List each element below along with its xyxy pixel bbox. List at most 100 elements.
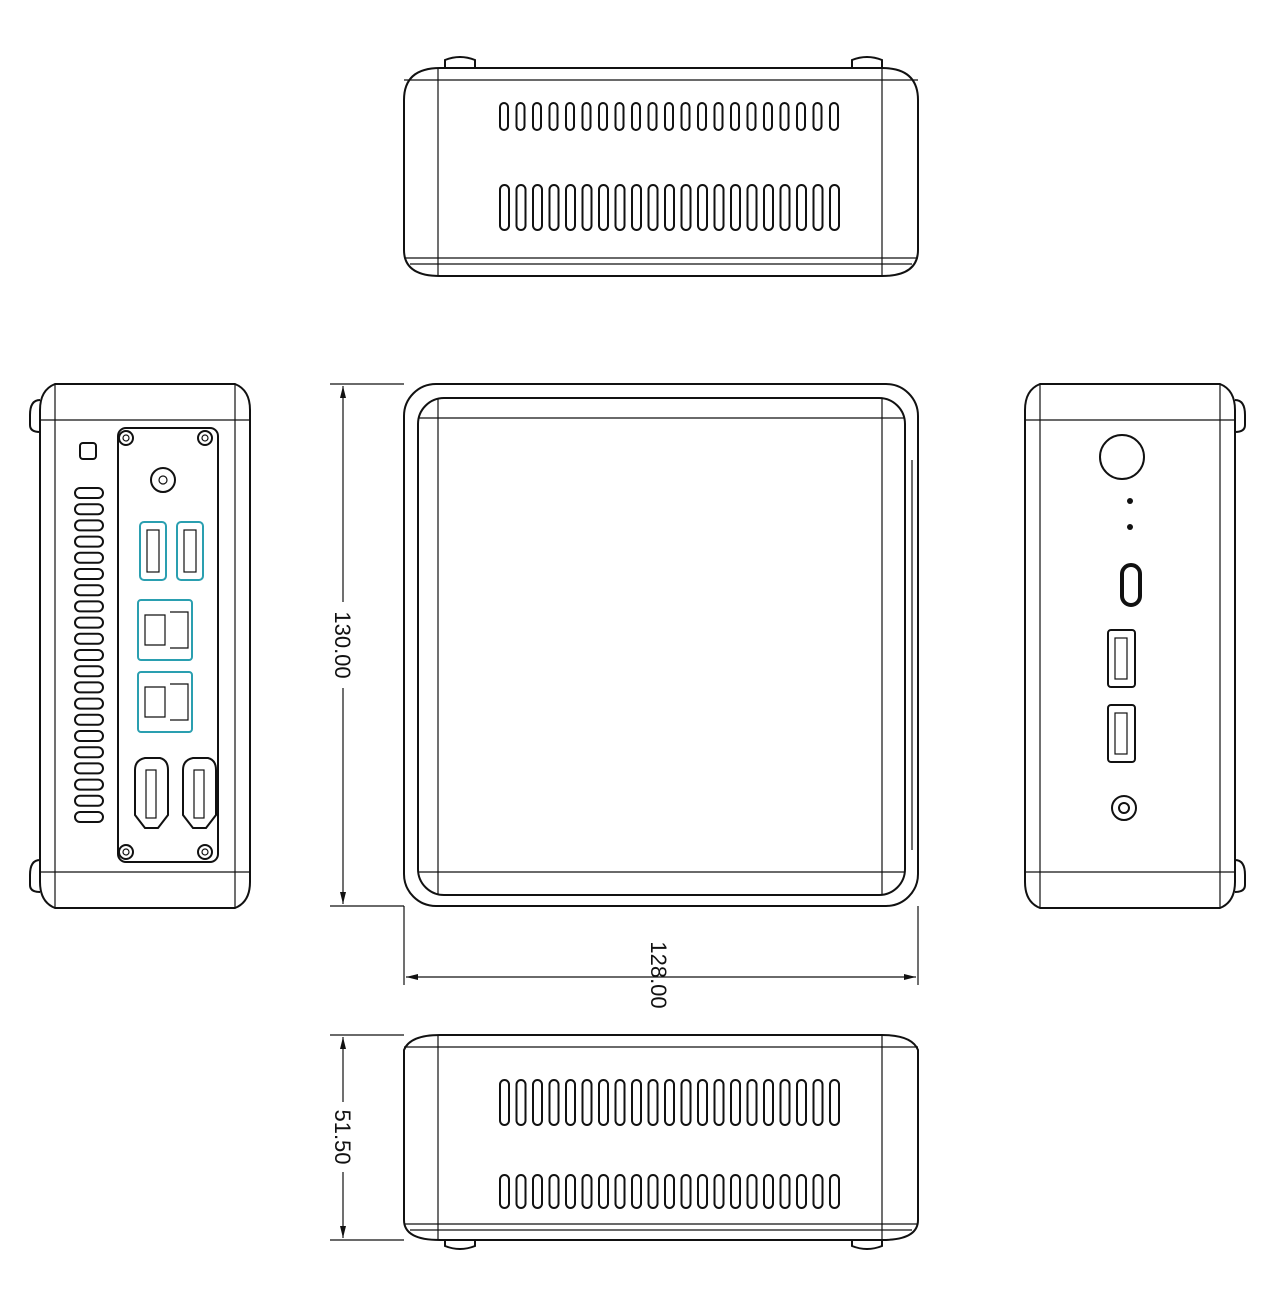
vent-slot [565, 102, 575, 131]
vent-slot [532, 102, 542, 131]
vent-slot [598, 184, 609, 231]
vent-slot [713, 102, 724, 131]
vent-slot [713, 184, 725, 231]
vent-slot [532, 184, 543, 231]
vent-slot [565, 184, 576, 231]
vent-slot [631, 1079, 642, 1126]
vent-slot [812, 102, 823, 131]
vent-slot [499, 102, 509, 131]
vent-slot [680, 184, 692, 231]
audio-jack [1111, 795, 1137, 821]
power-button [1099, 434, 1145, 480]
screw-icon [201, 848, 209, 856]
depth-label: 51.50 [330, 1109, 355, 1164]
vent-slot [532, 1079, 543, 1126]
vent-slot [829, 184, 840, 231]
screw-icon [118, 844, 134, 860]
vent-slot [763, 1174, 774, 1209]
vent-slot [74, 487, 104, 499]
vent-slot [515, 102, 526, 131]
vent-slot [763, 184, 774, 231]
vent-slot [565, 1079, 576, 1126]
vent-slot [713, 1079, 725, 1126]
vent-slot [548, 102, 559, 131]
vent-slot [779, 1174, 791, 1209]
screw-icon [122, 434, 130, 442]
antenna-connector [150, 467, 176, 493]
vent-slot [614, 1174, 626, 1209]
bottom-view [403, 1034, 919, 1250]
dimension-width: 128.00 [403, 906, 919, 1009]
vent-slot [779, 184, 791, 231]
vent-slot [74, 503, 104, 516]
screw-icon [122, 848, 130, 856]
screw-icon [197, 844, 213, 860]
vent-slot [548, 1174, 560, 1209]
vent-slot [598, 102, 608, 131]
led-indicator [1127, 498, 1133, 504]
vent-slot [664, 1079, 675, 1126]
vent-slot [697, 102, 707, 131]
vent-slot [74, 762, 104, 775]
vent-slot [730, 1174, 741, 1209]
vent-slot [565, 1174, 576, 1209]
vent-slot [796, 102, 806, 131]
vent-slot [730, 1079, 741, 1126]
vent-slot [499, 1174, 510, 1209]
vent-slot [74, 649, 104, 661]
vent-slot [647, 1174, 659, 1209]
usb-a-port [176, 521, 204, 581]
vent-slot [796, 184, 807, 231]
vent-slot [74, 616, 104, 629]
vent-slot [796, 1079, 807, 1126]
screw-icon [201, 434, 209, 442]
usb-a-port [1107, 704, 1136, 763]
vent-slot [680, 1079, 692, 1126]
vent-slot [631, 1174, 642, 1209]
vent-slot [614, 1079, 626, 1126]
vent-slot [812, 184, 824, 231]
vent-slot [614, 184, 626, 231]
vent-slot [74, 551, 104, 564]
vent-slot [515, 1174, 527, 1209]
hdmi-port [134, 757, 169, 829]
vent-slot [532, 1174, 543, 1209]
usb-c-port [1120, 563, 1142, 607]
vent-slot [631, 184, 642, 231]
ethernet-port [137, 671, 193, 733]
io-panel [117, 427, 219, 863]
usb-a-port [1107, 629, 1136, 688]
vent-slot [581, 1079, 593, 1126]
vent-slot [647, 102, 658, 131]
vent-slot [664, 102, 674, 131]
led-indicator [1127, 524, 1133, 530]
dimension-height: 130.00 [330, 383, 404, 907]
vent-slot [730, 184, 741, 231]
vent-slot [598, 1079, 609, 1126]
vent-slot [763, 1079, 774, 1126]
vent-slot [581, 102, 592, 131]
vent-slot [746, 1174, 758, 1209]
vent-slot [812, 1079, 824, 1126]
vent-slot [548, 184, 560, 231]
vent-slot [713, 1174, 725, 1209]
front-view [403, 383, 919, 907]
vent-slot [74, 713, 104, 726]
vent-slot [746, 1079, 758, 1126]
screw-icon [118, 430, 134, 446]
vent-slot [74, 519, 104, 532]
vent-slot [581, 1174, 593, 1209]
vent-slot [779, 102, 790, 131]
vent-slot [581, 184, 593, 231]
vent-slot [664, 184, 675, 231]
vent-slot [74, 746, 104, 759]
vent-slot [74, 681, 104, 694]
vent-slot [829, 1174, 840, 1209]
screw-icon [197, 430, 213, 446]
left-side-view [29, 383, 251, 909]
vent-slot [746, 184, 758, 231]
vent-slot [829, 102, 839, 131]
vent-slot [515, 1079, 527, 1126]
vent-slot [74, 568, 104, 580]
